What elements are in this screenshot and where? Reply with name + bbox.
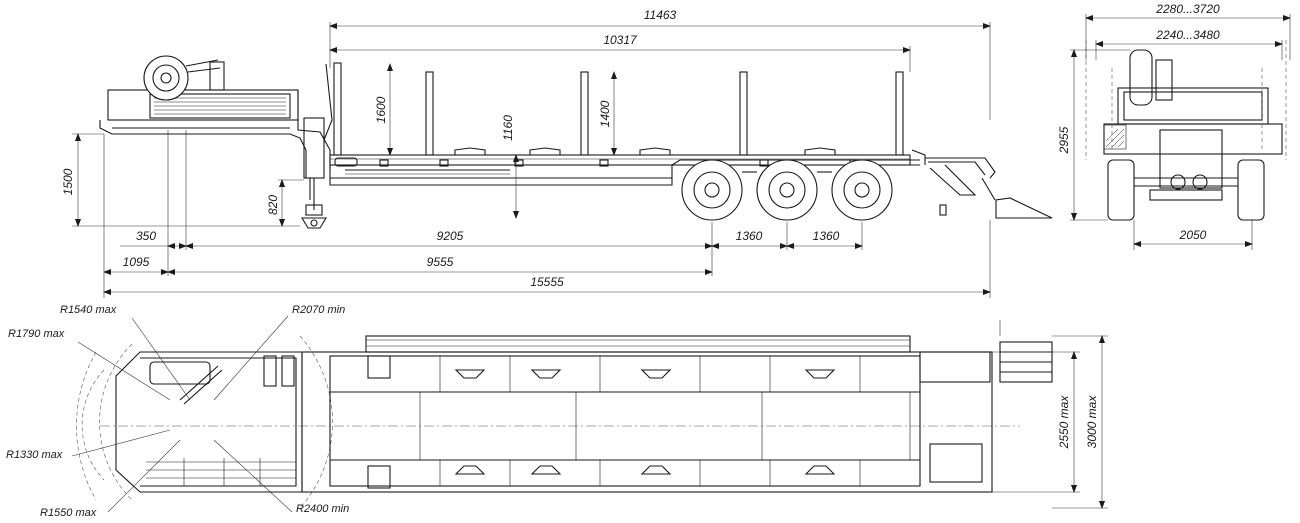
dim-stake-front: 1600	[374, 96, 388, 123]
gooseneck	[99, 55, 333, 229]
dim-front-overhang: 1095	[123, 255, 150, 269]
dim-width-inner: 2240...3480	[1155, 28, 1220, 42]
dim-track: 2050	[1179, 228, 1207, 242]
dim-overall-width: 3000 max	[1085, 395, 1099, 449]
radius-r2400: R2400 min	[296, 503, 349, 515]
dim-axle-spacing-1: 1360	[736, 229, 763, 243]
platform	[329, 62, 920, 186]
axle-group	[671, 149, 1053, 221]
wheel	[681, 159, 743, 221]
wheel	[831, 159, 893, 221]
radius-r1790: R1790 max	[8, 328, 65, 340]
rear-wheel-right	[1237, 159, 1265, 221]
top-view: 2550 max 3000 max R1540 max R1790 max R1…	[6, 304, 1108, 519]
dim-rear-height: 2955	[1057, 126, 1071, 154]
rear-dimensions: 2280...3720 2240...3480 2955 2050	[1057, 2, 1291, 250]
dim-deck-width: 2550 max	[1057, 395, 1071, 450]
dim-front-to-axle: 9555	[427, 255, 454, 269]
radius-r1330: R1330 max	[6, 449, 63, 461]
dim-kingpin-to-axle: 9205	[437, 229, 464, 243]
dim-kingpin-overhang: 350	[136, 229, 156, 243]
radius-r2070: R2070 min	[292, 304, 345, 316]
side-view: 11463 10317 1600 1400 1160 1500 820	[61, 8, 1053, 298]
wheel	[756, 159, 818, 221]
dim-overall-length: 15555	[530, 275, 564, 289]
dim-stake-rear: 1400	[598, 100, 612, 127]
dim-platform-height: 1160	[501, 115, 515, 141]
stake-posts	[333, 62, 904, 156]
dim-deck-length: 10317	[603, 33, 638, 47]
dim-coupling-height: 1500	[61, 168, 75, 195]
dim-width-outer: 2280...3720	[1155, 2, 1220, 16]
side-dimensions: 11463 10317 1600 1400 1160 1500 820	[61, 8, 991, 298]
top-dimensions: 2550 max 3000 max R1540 max R1790 max R1…	[6, 304, 1108, 519]
dim-platform-length: 11463	[644, 8, 677, 22]
rear-wheel-left	[1107, 159, 1135, 221]
rear-view: 2280...3720 2240...3480 2955 2050	[1057, 2, 1291, 250]
radius-r1550: R1550 max	[40, 507, 97, 519]
radius-r1540: R1540 max	[60, 304, 117, 316]
dim-axle-spacing-2: 1360	[813, 229, 840, 243]
dim-deck-height: 820	[266, 195, 280, 215]
spare-wheel	[143, 55, 189, 101]
